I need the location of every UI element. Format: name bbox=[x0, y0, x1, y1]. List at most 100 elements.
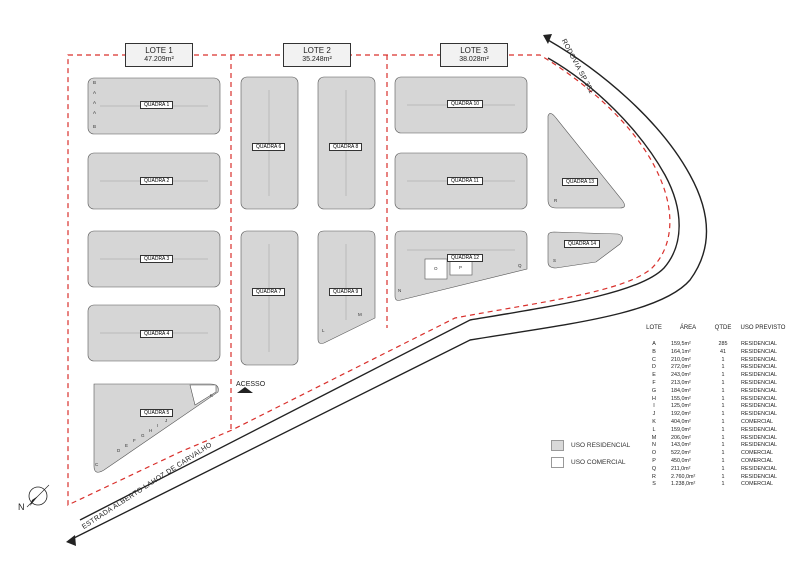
lot-letter: B bbox=[93, 80, 97, 85]
table-cell: RESIDENCIAL bbox=[741, 348, 777, 355]
commercial-lots bbox=[189, 258, 473, 406]
lot-letter: N bbox=[398, 288, 402, 293]
table-cell: 404,0m² bbox=[671, 418, 691, 425]
table-cell: 285 bbox=[718, 341, 728, 347]
table-cell: 1 bbox=[721, 372, 725, 379]
lote-area: 47.209m² bbox=[144, 56, 174, 63]
table-cell: 41 bbox=[720, 348, 726, 355]
table-cell: 1 bbox=[721, 395, 725, 402]
table-cell: S bbox=[652, 481, 656, 488]
table-cell: RESIDENCIAL bbox=[741, 403, 777, 410]
table-cell: 2.760,0m² bbox=[671, 473, 696, 480]
table-cell: 522,0m² bbox=[671, 450, 691, 457]
table-cell: 272,0m² bbox=[671, 364, 691, 371]
lot-letter: D bbox=[117, 448, 121, 453]
table-cell: 1 bbox=[721, 426, 725, 433]
table-cell: 192,0m² bbox=[671, 411, 691, 418]
legend-item-comercial: USO COMERCIAL bbox=[551, 454, 630, 471]
lot-letter: M bbox=[358, 312, 362, 317]
table-cell: L bbox=[652, 426, 656, 433]
lote-area: 35.248m² bbox=[302, 56, 332, 63]
table-cell: O bbox=[651, 450, 657, 457]
table-cell: 143,0m² bbox=[671, 442, 691, 449]
lot-letter: K bbox=[210, 393, 214, 398]
block-quadra-9 bbox=[317, 230, 376, 344]
table-cell: RESIDENCIAL bbox=[741, 465, 777, 472]
block-quadra-5 bbox=[93, 383, 219, 473]
lot-letter: E bbox=[125, 443, 129, 448]
quadra-label: QUADRA 13 bbox=[562, 178, 599, 186]
legend-label: USO COMERCIAL bbox=[571, 459, 626, 466]
lot-letter: S bbox=[553, 258, 557, 263]
quadra-label: QUADRA 4 bbox=[140, 330, 174, 338]
lote-1-label: LOTE 1 47.209m² bbox=[125, 43, 193, 67]
table-cell: 164,1m² bbox=[671, 348, 691, 355]
table-cell: 125,0m² bbox=[671, 403, 691, 410]
table-cell: RESIDENCIAL bbox=[741, 473, 777, 480]
legend-item-residencial: USO RESIDENCIAL bbox=[551, 437, 630, 454]
lot-letter: J bbox=[165, 418, 168, 423]
table-cell: RESIDENCIAL bbox=[741, 395, 777, 402]
lot-letter: A bbox=[93, 100, 97, 105]
quadra-label: QUADRA 9 bbox=[329, 288, 363, 296]
table-cell: RESIDENCIAL bbox=[741, 426, 777, 433]
lot-letter: F bbox=[133, 438, 136, 443]
road-lines bbox=[69, 39, 708, 541]
lot-letter: A bbox=[93, 90, 97, 95]
lot-letter: B bbox=[93, 124, 97, 129]
table-cell: C bbox=[652, 356, 656, 363]
table-cell: R bbox=[652, 473, 656, 480]
table-cell: 213,0m² bbox=[671, 379, 691, 386]
table-cell: COMERCIAL bbox=[741, 481, 774, 488]
table-cell: COMERCIAL bbox=[741, 450, 774, 457]
table-cell: N bbox=[652, 442, 656, 449]
legend-label: USO RESIDENCIAL bbox=[571, 442, 631, 449]
table-cell: 1 bbox=[721, 450, 725, 457]
table-cell: 1 bbox=[721, 465, 725, 472]
north-label: N bbox=[18, 502, 25, 512]
road-arrow-top bbox=[543, 34, 552, 44]
acesso-label: ACESSO bbox=[236, 381, 266, 388]
table-cell: G bbox=[651, 387, 657, 394]
table-cell: 1 bbox=[721, 473, 725, 480]
road-arrow-bottom bbox=[66, 535, 76, 546]
site-boundary bbox=[67, 54, 671, 506]
table-cell: M bbox=[651, 434, 657, 441]
blocks bbox=[87, 76, 625, 473]
quadra-label: QUADRA 3 bbox=[140, 255, 174, 263]
acesso-arrow-icon bbox=[237, 387, 253, 393]
table-cell: 211,0m² bbox=[671, 465, 691, 472]
table-cell: 1 bbox=[721, 481, 725, 488]
quadra-label: QUADRA 2 bbox=[140, 177, 174, 185]
header-qtde: QTDE bbox=[714, 325, 732, 331]
table-cell: I bbox=[653, 403, 655, 410]
table-cell: 159,5m² bbox=[671, 341, 691, 347]
header-area: ÁREA bbox=[679, 325, 697, 331]
table-cell: A bbox=[652, 341, 656, 347]
lot-letter: C bbox=[95, 462, 99, 467]
quadra-label: QUADRA 8 bbox=[329, 143, 363, 151]
table-cell: RESIDENCIAL bbox=[741, 411, 777, 418]
lote-2-label: LOTE 2 35.248m² bbox=[283, 43, 351, 67]
lote-name: LOTE 3 bbox=[460, 46, 488, 55]
quadra-label: QUADRA 1 bbox=[140, 101, 174, 109]
table-row: R 2.760,0m² 1 RESIDENCIAL bbox=[643, 474, 791, 482]
lote-area: 38.028m² bbox=[459, 56, 489, 63]
legend-swatch-comercial bbox=[551, 457, 564, 468]
table-cell: RESIDENCIAL bbox=[741, 387, 777, 394]
table-cell: RESIDENCIAL bbox=[741, 442, 777, 449]
lot-table-header: LOTE ÁREA QTDE USO PREVISTO bbox=[643, 325, 791, 341]
north-arrow-icon bbox=[26, 484, 50, 508]
quadra-label: QUADRA 5 bbox=[140, 409, 174, 417]
